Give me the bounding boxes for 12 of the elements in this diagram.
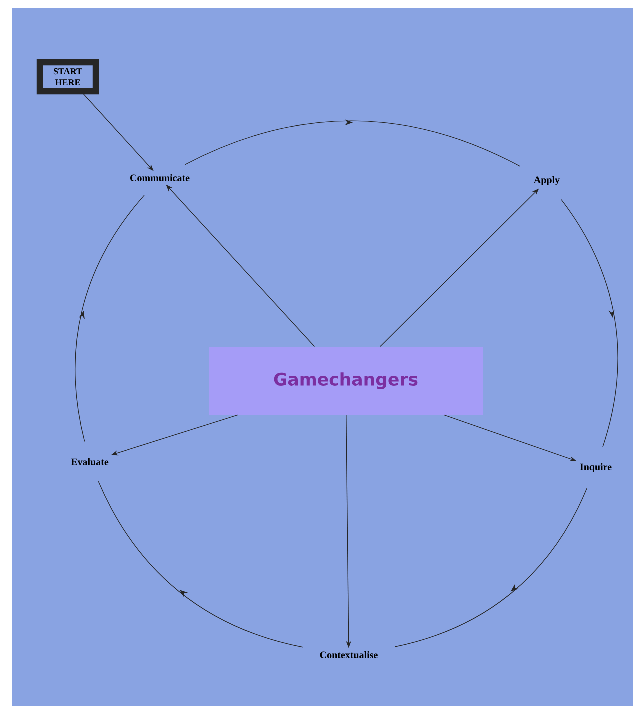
stage-label: Communicate	[130, 174, 190, 182]
center-box: Gamechangers	[209, 347, 483, 415]
stage-label: Evaluate	[71, 458, 109, 466]
arrow	[561, 200, 618, 448]
stage-label: Apply	[534, 176, 560, 186]
arrow	[184, 120, 521, 167]
arrow	[394, 488, 588, 648]
stage-label: Contextualise	[320, 651, 378, 659]
arrow	[98, 481, 304, 648]
arrow	[75, 194, 146, 442]
start-box: START HERE	[36, 59, 100, 95]
stage-label: Inquire	[580, 463, 612, 473]
